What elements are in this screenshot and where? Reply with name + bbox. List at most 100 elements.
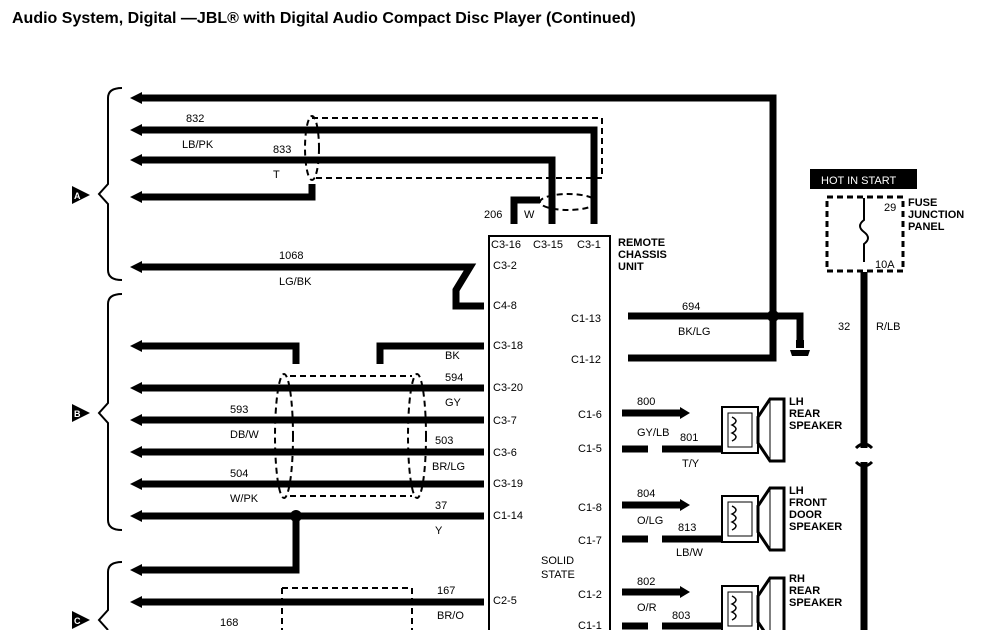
unit-label-line2: CHASSIS: [618, 249, 667, 261]
wire-833: [138, 156, 556, 224]
wire-206-color: W: [524, 209, 535, 221]
wire-593-number: 593: [230, 404, 248, 416]
pin-c4-8: C4-8: [493, 300, 517, 312]
fuse-rating: 10A: [875, 259, 895, 271]
wire-1068: [138, 263, 484, 310]
arrow-503: [130, 446, 142, 458]
wire-top-loop: [138, 94, 777, 362]
wire-800-number: 800: [637, 396, 655, 408]
wire-bk-color: BK: [445, 350, 460, 362]
fuse-panel-line1: FUSE: [908, 197, 937, 209]
shield-a-ring-left: [304, 115, 320, 181]
wire-167-number: 167: [437, 585, 455, 597]
wire-802-number: 802: [637, 576, 655, 588]
splice-694: [767, 310, 779, 322]
wire-804-color: O/LG: [637, 515, 663, 527]
pin-c3-6: C3-6: [493, 447, 517, 459]
pin-c3-19: C3-19: [493, 478, 523, 490]
wire-503-color: BR/LG: [432, 461, 465, 473]
lh-front-speaker-icon: [720, 486, 786, 552]
hot-in-start-label: HOT IN START: [821, 175, 896, 187]
pin-c3-16: C3-16: [491, 239, 521, 251]
shield-c: [281, 587, 413, 630]
arrow-b1: [130, 340, 142, 352]
pin-c3-1: C3-1: [577, 239, 601, 251]
arrow-a4: [130, 191, 142, 203]
fuse-icon: [859, 198, 869, 262]
arrow-593: [130, 414, 142, 426]
arrow-804: [680, 499, 690, 511]
arrow-832: [130, 124, 142, 136]
wire-32-connector: [854, 442, 874, 468]
rh-rear-speaker-line3: SPEAKER: [789, 597, 842, 609]
wire-206: [510, 196, 540, 224]
pin-c1-13: C1-13: [571, 313, 601, 325]
wire-801-number: 801: [680, 432, 698, 444]
shield-b-ring-left: [274, 373, 294, 499]
wire-206-number: 206: [484, 209, 502, 221]
arrow-802: [680, 586, 690, 598]
pin-c1-5: C1-5: [578, 443, 602, 455]
wire-168-number: 168: [220, 617, 238, 629]
pin-c1-1: C1-1: [578, 620, 602, 630]
rh-rear-speaker-icon: [720, 576, 786, 630]
arrow-37-branch: [130, 564, 142, 576]
solid-state-line2: STATE: [541, 569, 575, 581]
lh-front-speaker-line3: DOOR: [789, 509, 822, 521]
wire-813-color: LB/W: [676, 547, 704, 559]
pin-c3-7: C3-7: [493, 415, 517, 427]
arrow-37: [130, 510, 142, 522]
wire-503-number: 503: [435, 435, 453, 447]
arrow-top: [130, 92, 142, 104]
wire-694-number: 694: [682, 301, 700, 313]
wire-1068-color: LG/BK: [279, 276, 312, 288]
wire-37-number: 37: [435, 500, 447, 512]
pin-c3-18: C3-18: [493, 340, 523, 352]
pin-c1-7: C1-7: [578, 535, 602, 547]
group-a-label: A: [74, 191, 81, 201]
pin-c3-2: C3-2: [493, 260, 517, 272]
wire-167-color: BR/O: [437, 610, 464, 622]
shield-b: [290, 375, 412, 497]
unit-label-line3: UNIT: [618, 261, 644, 273]
page-title: Audio System, Digital —JBL® with Digital…: [12, 10, 636, 27]
wire-594-number: 594: [445, 372, 463, 384]
fuse-number: 29: [884, 202, 896, 214]
arrow-1068: [130, 261, 142, 273]
wire-802-color: O/R: [637, 602, 657, 614]
wire-832-color: LB/PK: [182, 139, 214, 151]
pin-c1-14: C1-14: [493, 510, 523, 522]
wire-813-number: 813: [678, 522, 696, 534]
pin-c3-20: C3-20: [493, 382, 523, 394]
group-a-marker: [72, 186, 90, 204]
wire-832-number: 832: [186, 113, 204, 125]
group-b-label: B: [74, 409, 81, 419]
wire-800-color: GY/LB: [637, 427, 669, 439]
arrow-833: [130, 154, 142, 166]
wire-694: [628, 312, 804, 340]
wire-803-number: 803: [672, 610, 690, 622]
pin-c2-5: C2-5: [493, 595, 517, 607]
pin-c1-2: C1-2: [578, 589, 602, 601]
pin-c3-15: C3-15: [533, 239, 563, 251]
rh-rear-speaker-line1: RH: [789, 573, 805, 585]
lh-rear-speaker-icon: [720, 397, 786, 463]
lh-rear-speaker-line3: SPEAKER: [789, 420, 842, 432]
wire-804-number: 804: [637, 488, 655, 500]
solid-state-line1: SOLID: [541, 555, 574, 567]
arrow-167: [130, 596, 142, 608]
wire-833-number: 833: [273, 144, 291, 156]
bracket-b: [97, 293, 123, 531]
lh-front-speaker-line4: SPEAKER: [789, 521, 842, 533]
wire-bk: [376, 342, 484, 364]
group-c-marker: [72, 611, 90, 629]
lh-rear-speaker-line2: REAR: [789, 408, 820, 420]
wire-833-color: T: [273, 169, 280, 181]
shield-a: [312, 117, 603, 179]
wire-594-color: GY: [445, 397, 462, 409]
lh-front-speaker-line2: FRONT: [789, 497, 827, 509]
wire-32-color: R/LB: [876, 321, 900, 333]
group-c-label: C: [74, 616, 81, 626]
remote-chassis-unit: [488, 235, 611, 630]
wire-832: [138, 126, 598, 224]
